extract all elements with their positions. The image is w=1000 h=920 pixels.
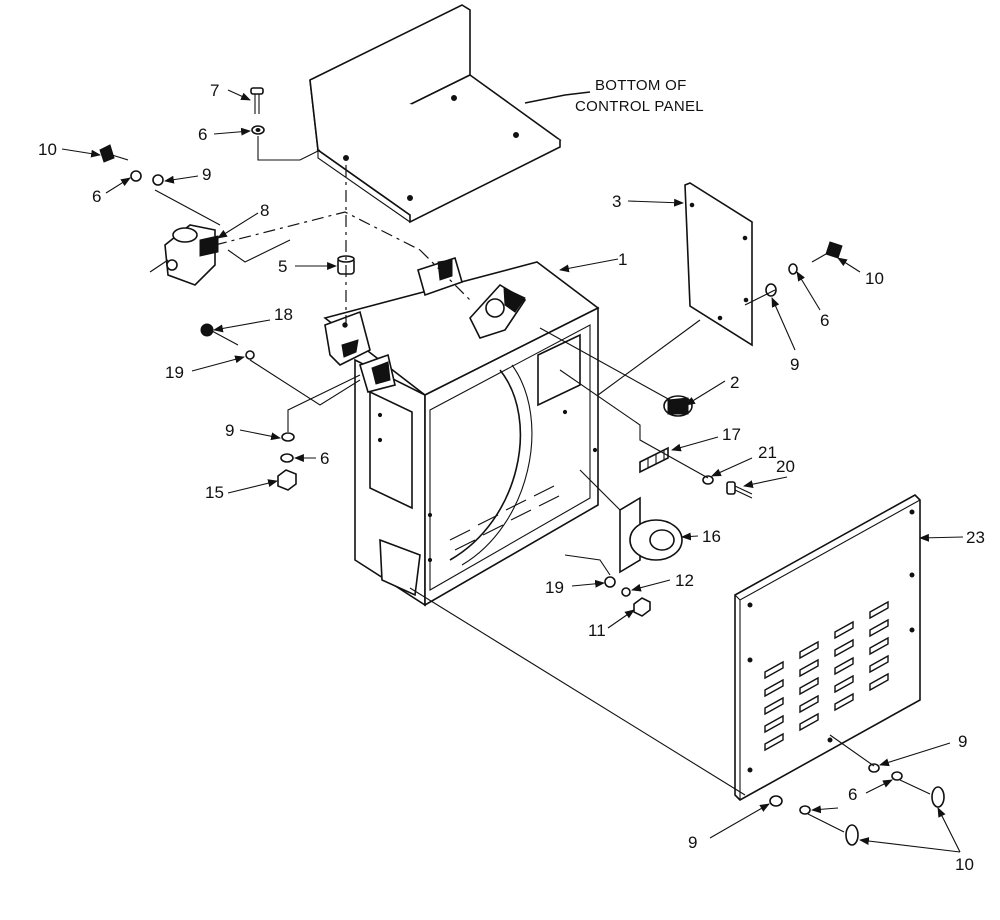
- callout-1: 1: [618, 250, 627, 269]
- callout-19-right: 19: [545, 578, 564, 597]
- callout-6-bottom: 6: [848, 785, 857, 804]
- washer-6-bottom-right: [891, 771, 903, 781]
- callout-21: 21: [758, 443, 777, 462]
- washer-6-right: [788, 263, 798, 275]
- washer-9-bottom-right: [868, 763, 880, 773]
- side-panel: [684, 182, 753, 347]
- washer-9-stack: [281, 432, 295, 442]
- callout-arrows: [61, 89, 964, 853]
- washer-9-left: [152, 174, 164, 186]
- louvers: [764, 600, 889, 752]
- callout-8: 8: [260, 201, 269, 220]
- callout-9-stack: 9: [225, 421, 234, 440]
- nut-15: [277, 469, 297, 491]
- callout-19-left: 19: [165, 363, 184, 382]
- bushing-2: [663, 395, 693, 417]
- bolt-20: [726, 481, 753, 499]
- washer-6-bottom: [799, 805, 811, 815]
- callout-9-bottom-right: 9: [958, 732, 967, 751]
- callout-12: 12: [675, 571, 694, 590]
- callout-16: 16: [702, 527, 721, 546]
- callout-18: 18: [274, 305, 293, 324]
- nut-11: [633, 597, 651, 617]
- thumbscrew-10-bottom: [807, 813, 859, 846]
- washer-19-right: [604, 576, 616, 588]
- callout-10-right: 10: [865, 269, 884, 288]
- washer-9-bottom: [769, 795, 783, 807]
- callout-7: 7: [210, 81, 219, 100]
- thumbscrew-10-bottom-right: [899, 779, 945, 808]
- main-case: [323, 256, 600, 607]
- callout-5: 5: [278, 257, 287, 276]
- washer-21: [702, 475, 714, 485]
- callout-6-right: 6: [820, 311, 829, 330]
- screw-18: [200, 323, 239, 346]
- callout-23: 23: [966, 528, 985, 547]
- callout-2: 2: [730, 373, 739, 392]
- callout-6-stack: 6: [320, 449, 329, 468]
- caption-line-2: CONTROL PANEL: [575, 98, 704, 115]
- callout-10-bottom: 10: [955, 855, 974, 874]
- washer-6-left: [130, 170, 142, 182]
- coil-16: [619, 496, 683, 574]
- callout-17: 17: [722, 425, 741, 444]
- floor-vents: [449, 485, 560, 551]
- assembly-lines: [154, 136, 875, 796]
- clamp-8: [149, 224, 219, 286]
- callout-9-right: 9: [790, 355, 799, 374]
- callout-15: 15: [205, 483, 224, 502]
- callout-10-left: 10: [38, 140, 57, 159]
- washer-19-left: [245, 350, 255, 360]
- louvered-panel: [734, 494, 921, 801]
- thumbscrew-10-left: [99, 144, 129, 163]
- caption-line-1: BOTTOM OF: [595, 77, 687, 94]
- callout-6-left: 6: [92, 187, 101, 206]
- washer-6-stack: [280, 453, 294, 463]
- callout-3: 3: [612, 192, 621, 211]
- washer-6-top: [251, 125, 265, 135]
- control-panel-bottom: [309, 4, 562, 224]
- thumbscrew-10-right: [811, 241, 843, 263]
- washer-12: [621, 587, 631, 597]
- callout-11: 11: [588, 621, 606, 640]
- terminal-strip-17: [639, 446, 669, 474]
- bolt-7: [250, 87, 264, 114]
- callout-labels: 1 2 3 5 6 6 6 6 6 7 8 9 9 9 9 9 10 10 10…: [38, 81, 985, 874]
- callout-6-top: 6: [198, 125, 207, 144]
- callout-20: 20: [776, 457, 795, 476]
- callout-9-left: 9: [202, 165, 211, 184]
- caption-leader: [524, 91, 591, 104]
- callout-9-bottom: 9: [688, 833, 697, 852]
